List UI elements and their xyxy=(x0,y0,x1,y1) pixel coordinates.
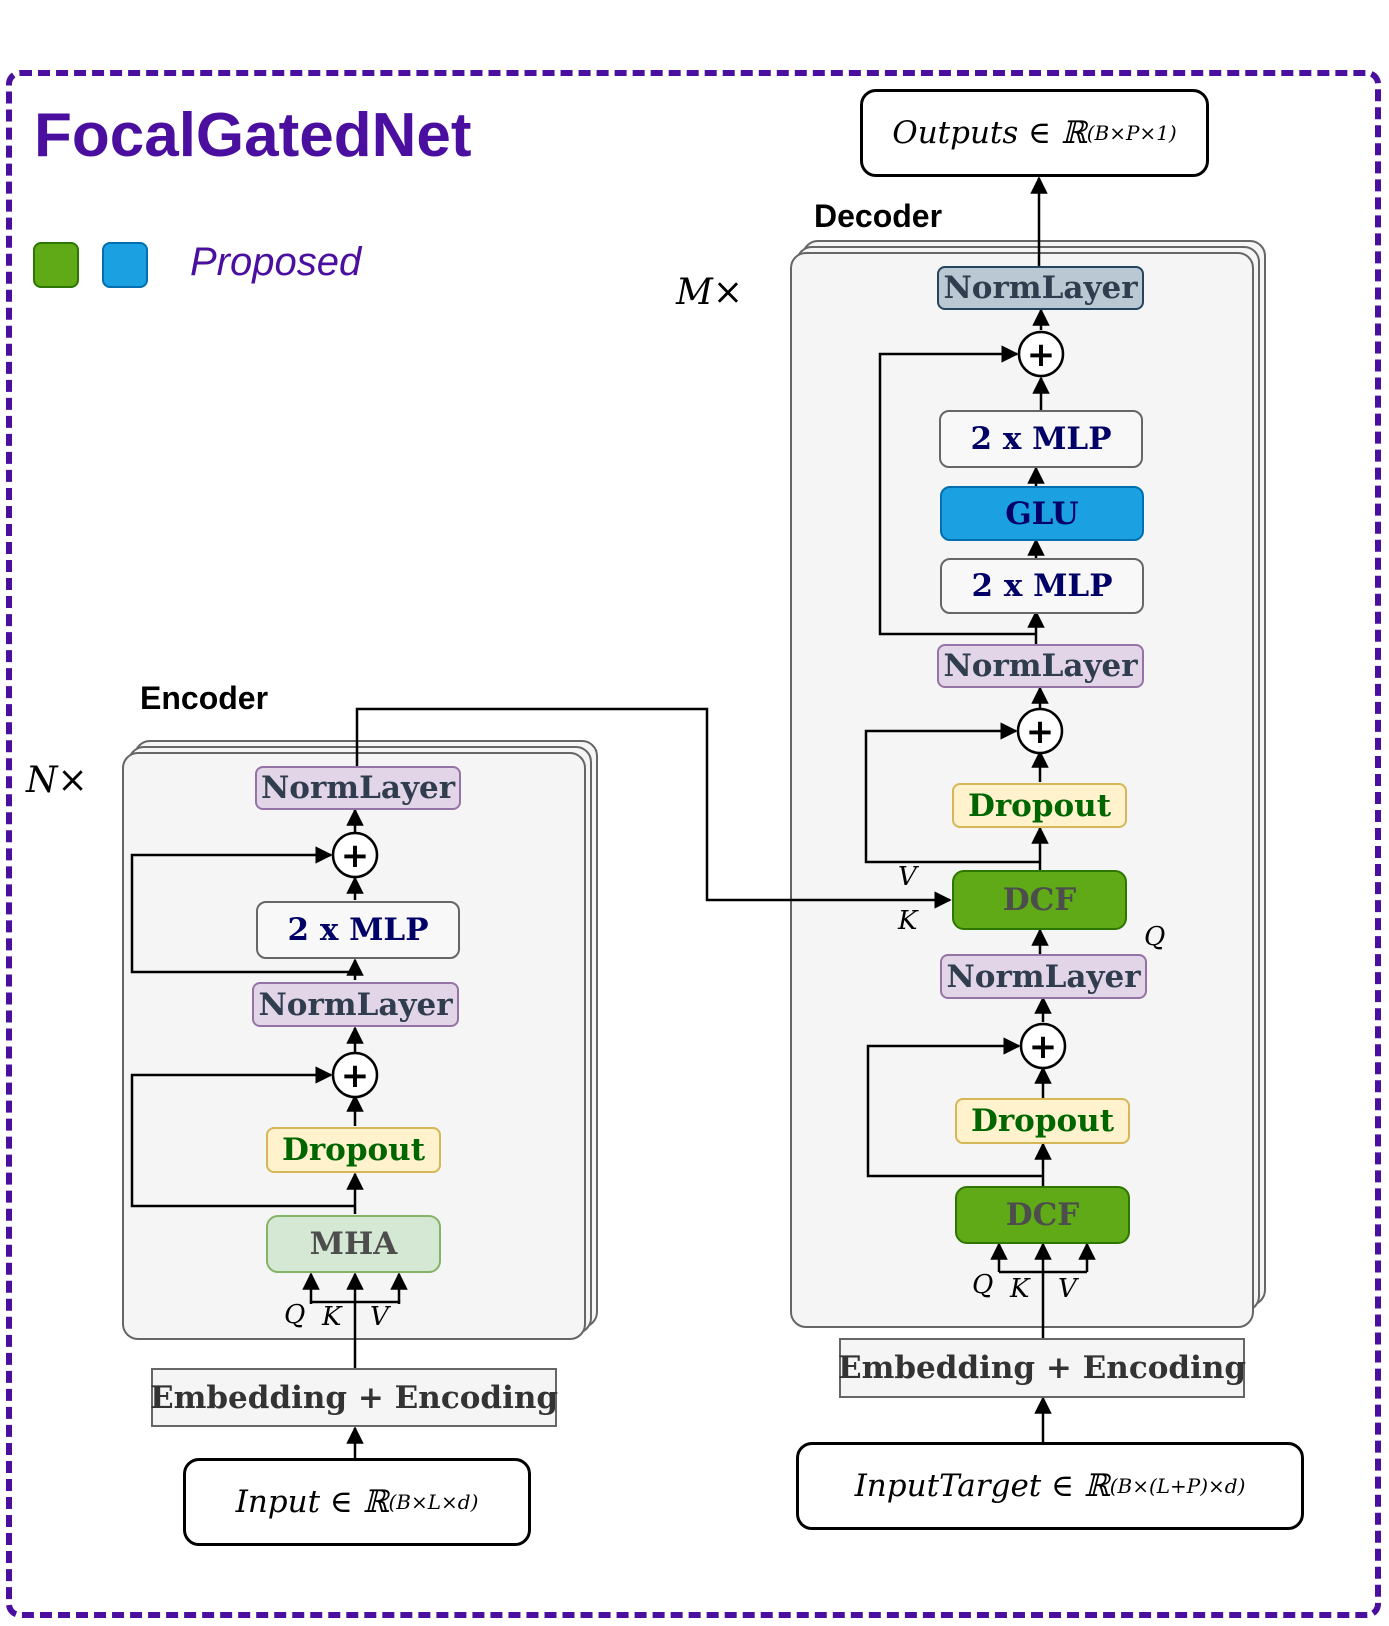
dec-dcf-self: DCF xyxy=(955,1186,1130,1244)
enc-k-label: K xyxy=(322,1302,342,1332)
enc-v-label: V xyxy=(370,1302,389,1332)
dec-q-label: Q xyxy=(972,1270,994,1300)
enc-input-dims: (B×L×d) xyxy=(388,1490,479,1514)
edge-enc-skip1 xyxy=(130,1066,355,1208)
enc-plus-top-symbol: + xyxy=(341,836,370,876)
enc-q-label: Q xyxy=(284,1300,306,1330)
dec-norm-upper: NormLayer xyxy=(937,644,1144,688)
dec-glu: GLU xyxy=(940,486,1144,541)
enc-plus-bottom-symbol: + xyxy=(341,1056,370,1096)
dec-dropout-upper: Dropout xyxy=(952,783,1127,828)
legend-blue-swatch xyxy=(102,242,148,288)
dec-embedding: Embedding + Encoding xyxy=(838,1338,1246,1398)
dec-v-label: V xyxy=(1058,1274,1077,1304)
edge-enc-qkv-split xyxy=(309,1300,401,1304)
enc-embedding: Embedding + Encoding xyxy=(150,1368,558,1427)
encoder-label: Encoder xyxy=(140,680,269,716)
dec-cross-q-label: Q xyxy=(1144,922,1166,952)
dec-plus-top-symbol: + xyxy=(1027,335,1056,375)
dec-output-dims: (B×P×1) xyxy=(1086,121,1177,145)
enc-dropout: Dropout xyxy=(266,1127,441,1173)
enc-norm-top: NormLayer xyxy=(255,766,461,810)
diagram-title: FocalGatedNet xyxy=(34,101,472,170)
edge-dec-skip1 xyxy=(866,1037,1043,1178)
edge-dec-skip2 xyxy=(864,722,1040,864)
dec-k-label: K xyxy=(1010,1274,1030,1304)
dec-dropout-lower: Dropout xyxy=(955,1098,1130,1144)
enc-input-text: Input ∈ ℝ xyxy=(235,1484,389,1520)
dec-output-text: Outputs ∈ ℝ xyxy=(892,115,1087,151)
dec-plus-top xyxy=(1017,330,1065,378)
dec-norm-lower: NormLayer xyxy=(940,954,1147,999)
legend-green-swatch xyxy=(33,242,79,288)
dec-input-dims: (B×(L+P)×d) xyxy=(1109,1474,1246,1498)
dec-dcf-cross: DCF xyxy=(952,870,1127,930)
dec-plus-mid-symbol: + xyxy=(1026,712,1055,752)
enc-mlp: 2 x MLP xyxy=(256,901,460,959)
dec-mlp-bottom: 2 x MLP xyxy=(940,558,1144,614)
dec-norm-top: NormLayer xyxy=(937,266,1144,310)
enc-mha: MHA xyxy=(266,1215,441,1273)
edge-dec-skip3 xyxy=(878,345,1036,636)
dec-cross-k-label: K xyxy=(898,906,918,936)
dec-cross-v-label: V xyxy=(898,862,917,892)
edge-enc-skip2 xyxy=(130,846,355,974)
dec-mlp-top: 2 x MLP xyxy=(939,410,1143,468)
enc-plus-bottom xyxy=(331,1051,379,1099)
decoder-label: Decoder xyxy=(814,198,943,234)
encoder-repeat-label: N× xyxy=(26,760,88,801)
enc-norm-mid: NormLayer xyxy=(252,982,459,1027)
enc-input-box: Input ∈ ℝ(B×L×d) xyxy=(183,1458,531,1546)
outer-dashed-frame xyxy=(6,70,1381,1618)
decoder-repeat-label: M× xyxy=(676,272,744,313)
dec-output-box: Outputs ∈ ℝ(B×P×1) xyxy=(860,89,1209,177)
edge-enc-to-dec-k xyxy=(355,707,952,909)
dec-input-text: InputTarget ∈ ℝ xyxy=(854,1468,1110,1504)
enc-plus-top xyxy=(331,831,379,879)
dec-plus-bottom-symbol: + xyxy=(1029,1027,1058,1067)
legend-label: Proposed xyxy=(190,240,362,284)
dec-plus-bottom xyxy=(1019,1022,1067,1070)
dec-input-box: InputTarget ∈ ℝ(B×(L+P)×d) xyxy=(796,1442,1304,1530)
dec-plus-mid xyxy=(1016,707,1064,755)
